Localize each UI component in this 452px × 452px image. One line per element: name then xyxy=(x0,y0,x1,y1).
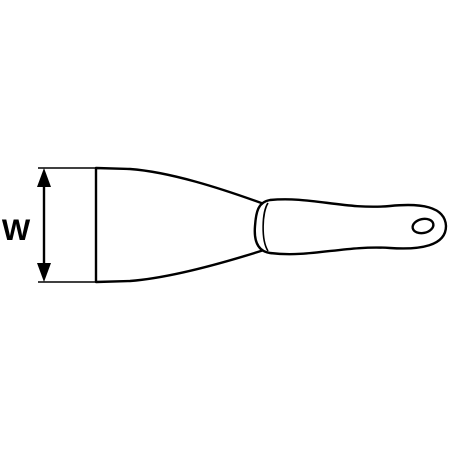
arrow-down-icon xyxy=(37,263,51,282)
bolster xyxy=(262,202,269,252)
width-label: W xyxy=(2,214,31,247)
putty-knife xyxy=(94,166,448,284)
blade xyxy=(94,166,266,284)
arrow-up-icon xyxy=(37,168,51,187)
width-dimension: W xyxy=(2,167,96,283)
handle xyxy=(253,198,448,256)
hanging-hole xyxy=(411,217,435,235)
